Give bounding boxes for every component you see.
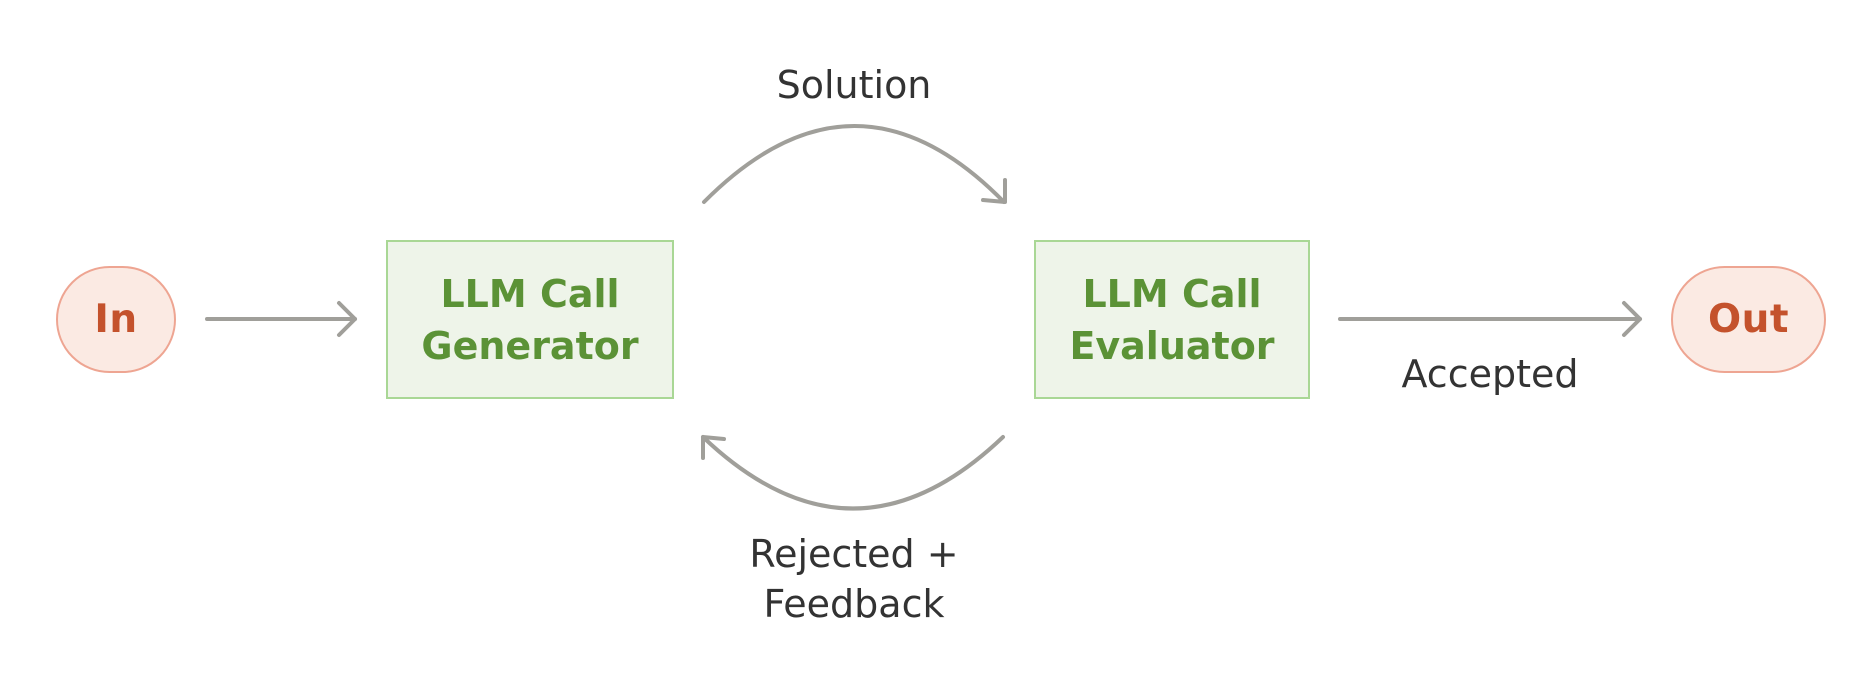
arrow-solution [702, 124, 1007, 204]
generator-node: LLM Call Generator [386, 240, 674, 399]
solution-label-text: Solution [776, 63, 932, 107]
input-node: In [56, 266, 176, 373]
accepted-label-text: Accepted [1401, 352, 1579, 396]
output-node: Out [1671, 266, 1826, 373]
evaluator-node: LLM Call Evaluator [1034, 240, 1310, 399]
generator-node-line2: Generator [421, 323, 639, 368]
rejected-label-line1: Rejected + [749, 532, 959, 576]
evaluator-node-line2: Evaluator [1069, 323, 1275, 368]
evaluator-node-line1: LLM Call [1082, 271, 1262, 316]
accepted-label: Accepted [1340, 349, 1640, 399]
output-node-label: Out [1707, 297, 1790, 342]
input-node-label: In [94, 297, 138, 342]
solution-label: Solution [704, 60, 1004, 110]
arrow-evaluator-to-out [1338, 301, 1642, 337]
rejected-feedback-label: Rejected + Feedback [694, 529, 1014, 629]
arrow-in-to-generator [205, 301, 357, 337]
arrow-rejected-feedback [701, 435, 1005, 511]
generator-node-line1: LLM Call [440, 271, 620, 316]
rejected-label-line2: Feedback [763, 582, 945, 626]
